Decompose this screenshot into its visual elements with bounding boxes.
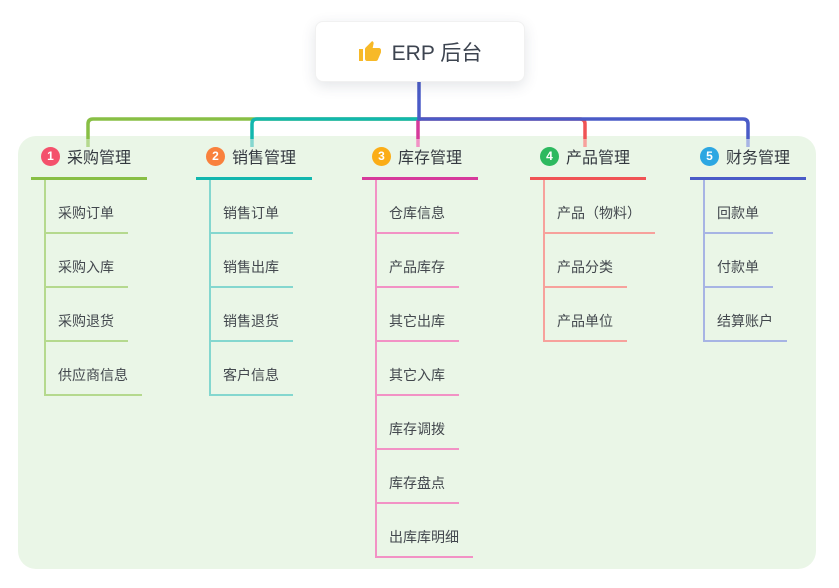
branch-number-badge: 2 xyxy=(206,146,225,166)
child-row: 采购订单 xyxy=(31,180,147,234)
branch-title: 销售管理 xyxy=(232,150,297,167)
thumbs-up-icon xyxy=(358,40,382,64)
child-node[interactable]: 客户信息 xyxy=(209,365,293,396)
branch: 1 采购管理 采购订单采购入库采购退货供应商信息 xyxy=(31,144,147,396)
root-node[interactable]: ERP 后台 xyxy=(315,21,525,82)
child-row: 销售出库 xyxy=(196,234,312,288)
child-row: 销售退货 xyxy=(196,288,312,342)
branch-trunk-line xyxy=(375,180,377,558)
child-row: 客户信息 xyxy=(196,342,312,396)
child-node[interactable]: 其它出库 xyxy=(375,311,459,342)
child-row: 采购入库 xyxy=(31,234,147,288)
child-row: 出库库明细 xyxy=(362,504,478,558)
branch-children: 销售订单销售出库销售退货客户信息 xyxy=(196,180,312,396)
child-row: 产品库存 xyxy=(362,234,478,288)
branch-children: 仓库信息产品库存其它出库其它入库库存调拨库存盘点出库库明细 xyxy=(362,180,478,558)
child-node[interactable]: 采购入库 xyxy=(44,257,128,288)
child-node[interactable]: 出库库明细 xyxy=(375,527,473,558)
child-node[interactable]: 库存调拨 xyxy=(375,419,459,450)
branch-children: 产品（物料） 产品分类产品单位 xyxy=(530,180,655,342)
branch: 5 财务管理 回款单付款单结算账户 xyxy=(690,144,806,342)
child-node[interactable]: 供应商信息 xyxy=(44,365,142,396)
child-row: 结算账户 xyxy=(690,288,806,342)
child-node[interactable]: 产品（物料） xyxy=(543,203,655,234)
branch: 2 销售管理 销售订单销售出库销售退货客户信息 xyxy=(196,144,312,396)
branch-title: 采购管理 xyxy=(67,150,132,167)
branch: 3 库存管理 仓库信息产品库存其它出库其它入库库存调拨库存盘点出库库明细 xyxy=(362,144,478,558)
child-row: 供应商信息 xyxy=(31,342,147,396)
child-row: 产品（物料） xyxy=(530,180,655,234)
child-row: 库存调拨 xyxy=(362,396,478,450)
child-row: 付款单 xyxy=(690,234,806,288)
child-node[interactable]: 结算账户 xyxy=(703,311,787,342)
branch-children: 回款单付款单结算账户 xyxy=(690,180,806,342)
child-node[interactable]: 仓库信息 xyxy=(375,203,459,234)
child-node[interactable]: 产品单位 xyxy=(543,311,627,342)
branch-number-badge: 3 xyxy=(372,146,391,166)
child-row: 其它出库 xyxy=(362,288,478,342)
branch-children: 采购订单采购入库采购退货供应商信息 xyxy=(31,180,147,396)
root-label: ERP 后台 xyxy=(391,41,483,65)
branch-title: 库存管理 xyxy=(398,150,463,167)
child-row: 产品单位 xyxy=(530,288,646,342)
branch-title: 产品管理 xyxy=(566,150,631,167)
child-node[interactable]: 付款单 xyxy=(703,257,773,288)
child-node[interactable]: 产品分类 xyxy=(543,257,627,288)
branch-node[interactable]: 5 财务管理 xyxy=(690,144,806,180)
child-node[interactable]: 采购退货 xyxy=(44,311,128,342)
branch: 4 产品管理 产品（物料） 产品分类产品单位 xyxy=(530,144,655,342)
branch-node[interactable]: 1 采购管理 xyxy=(31,144,147,180)
child-node[interactable]: 回款单 xyxy=(703,203,773,234)
branch-trunk-line xyxy=(703,180,705,342)
branch-title: 财务管理 xyxy=(726,150,791,167)
child-node[interactable]: 采购订单 xyxy=(44,203,128,234)
branch-number-badge: 4 xyxy=(540,146,559,166)
child-row: 库存盘点 xyxy=(362,450,478,504)
branch-trunk-line xyxy=(209,180,211,396)
branch-node[interactable]: 2 销售管理 xyxy=(196,144,312,180)
child-row: 产品分类 xyxy=(530,234,646,288)
child-node[interactable]: 销售退货 xyxy=(209,311,293,342)
child-node[interactable]: 其它入库 xyxy=(375,365,459,396)
branches-panel xyxy=(18,136,816,569)
branch-number-badge: 1 xyxy=(41,146,60,166)
child-row: 仓库信息 xyxy=(362,180,478,234)
child-node[interactable]: 产品库存 xyxy=(375,257,459,288)
child-row: 其它入库 xyxy=(362,342,478,396)
branch-node[interactable]: 4 产品管理 xyxy=(530,144,646,180)
child-node[interactable]: 销售出库 xyxy=(209,257,293,288)
branch-node[interactable]: 3 库存管理 xyxy=(362,144,478,180)
child-node[interactable]: 库存盘点 xyxy=(375,473,459,504)
child-row: 回款单 xyxy=(690,180,806,234)
branch-number-badge: 5 xyxy=(700,146,719,166)
child-node[interactable]: 销售订单 xyxy=(209,203,293,234)
branch-trunk-line xyxy=(44,180,46,396)
child-row: 采购退货 xyxy=(31,288,147,342)
branch-trunk-line xyxy=(543,180,545,342)
child-row: 销售订单 xyxy=(196,180,312,234)
